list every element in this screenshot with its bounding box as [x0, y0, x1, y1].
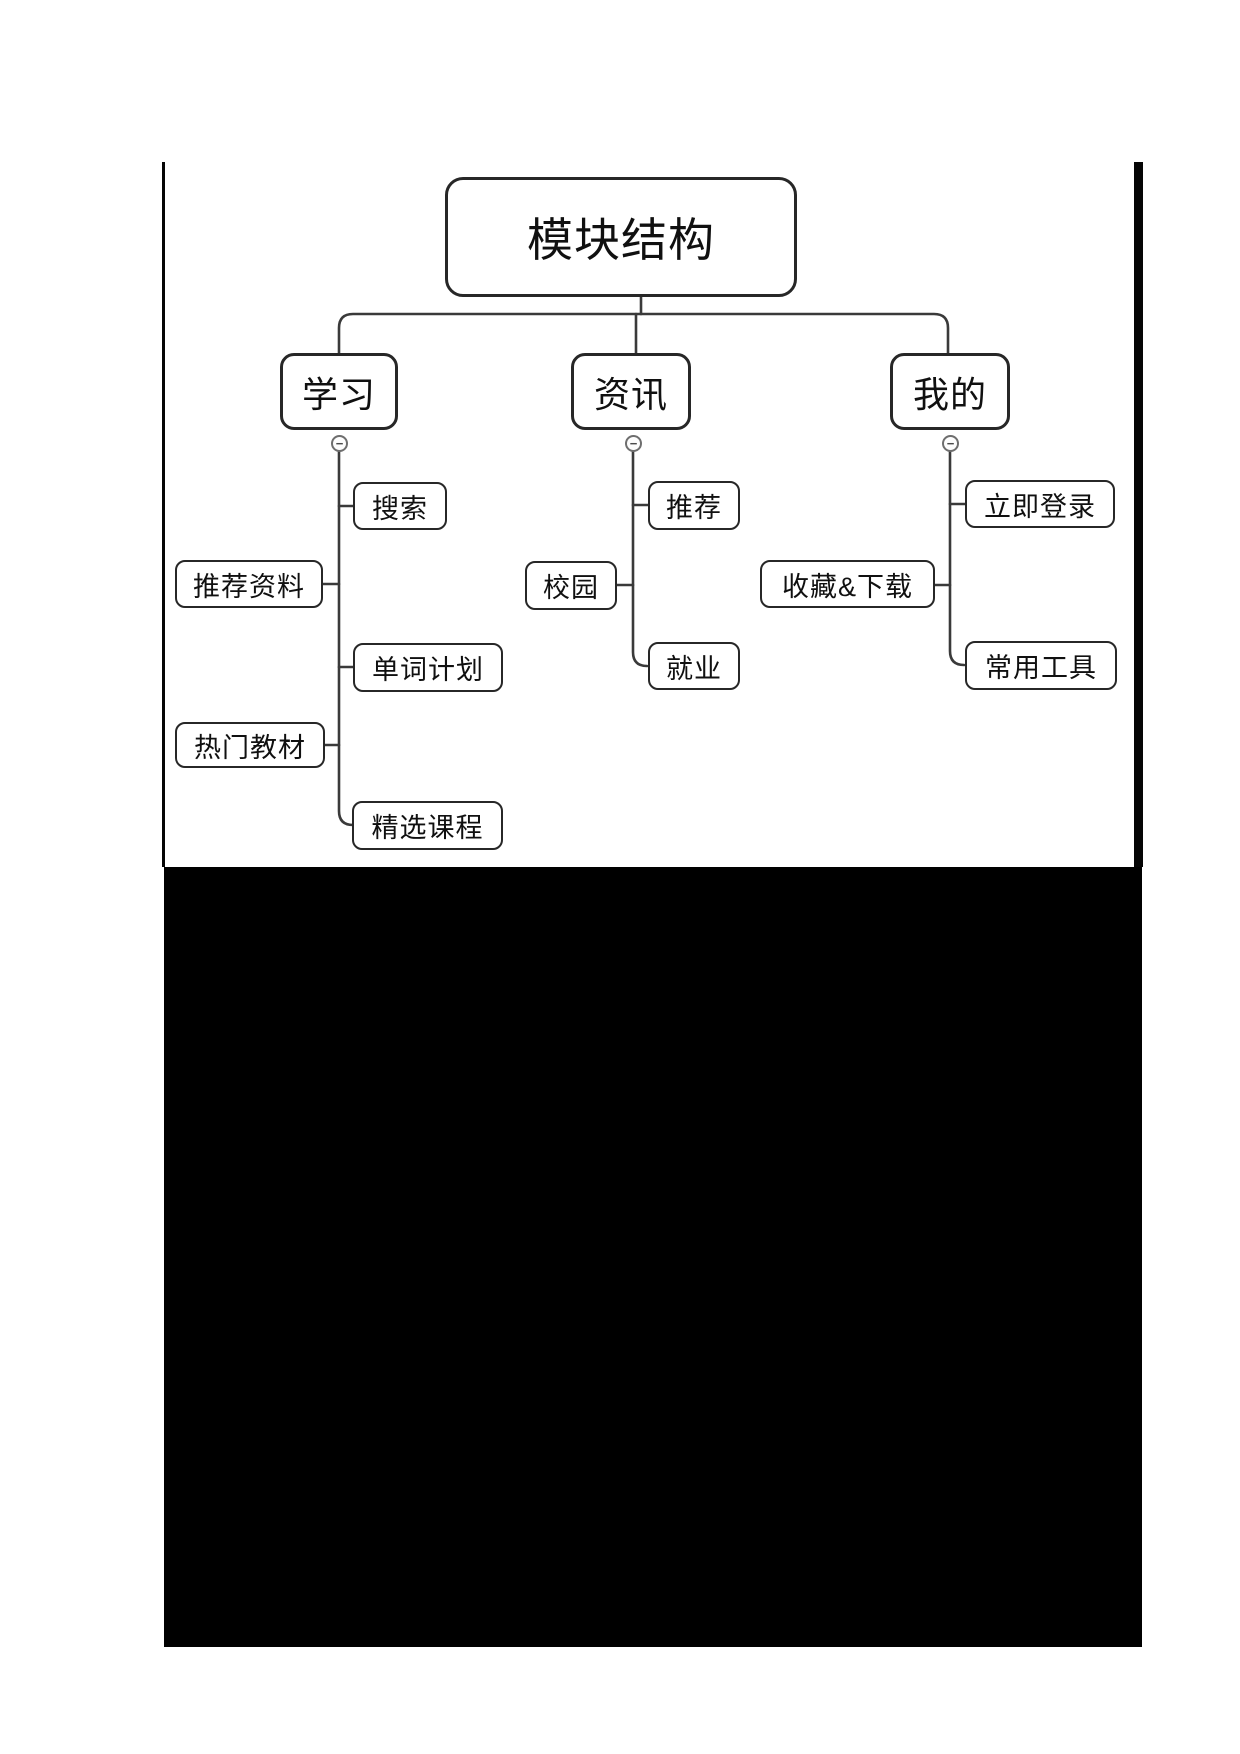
node-root[interactable]: 模块结构: [445, 177, 797, 297]
node-employment[interactable]: 就业: [648, 642, 740, 690]
node-featured-courses[interactable]: 精选课程: [352, 801, 503, 850]
node-login-now[interactable]: 立即登录: [965, 480, 1115, 528]
node-news-label: 资讯: [593, 373, 668, 415]
node-campus-label: 校园: [543, 573, 599, 603]
node-word-plan-label: 单词计划: [372, 655, 484, 685]
node-favorites-downloads-label: 收藏&下载: [781, 571, 913, 602]
minus-icon: −: [335, 436, 344, 451]
scan-border-left: [162, 162, 165, 867]
collapse-toggle-study[interactable]: −: [331, 435, 348, 452]
node-news[interactable]: 资讯: [571, 353, 691, 430]
node-featured-courses-label: 精选课程: [371, 813, 484, 843]
connector-spine-study: [337, 448, 355, 827]
node-recommend[interactable]: 推荐: [648, 481, 740, 530]
node-employment-label: 就业: [666, 653, 722, 684]
node-mine-label: 我的: [912, 373, 987, 415]
node-study[interactable]: 学习: [280, 353, 398, 430]
node-recommend-label: 推荐: [666, 493, 722, 523]
node-word-plan[interactable]: 单词计划: [353, 643, 503, 692]
scan-border-right: [1134, 162, 1143, 867]
node-favorites-downloads[interactable]: 收藏&下载: [760, 560, 935, 608]
node-search-label: 搜索: [372, 493, 428, 524]
node-common-tools[interactable]: 常用工具: [965, 641, 1117, 690]
minus-icon: −: [946, 436, 955, 451]
collapse-toggle-mine[interactable]: −: [942, 435, 959, 452]
black-region: [164, 867, 1142, 1647]
node-recommended-materials-label: 推荐资料: [193, 571, 305, 602]
node-recommended-materials[interactable]: 推荐资料: [175, 560, 323, 608]
node-campus[interactable]: 校园: [525, 561, 617, 610]
minus-icon: −: [629, 436, 638, 451]
node-login-now-label: 立即登录: [984, 491, 1096, 522]
node-popular-textbooks[interactable]: 热门教材: [175, 722, 325, 768]
connector-spine-news: [631, 448, 649, 668]
node-mine[interactable]: 我的: [890, 353, 1010, 430]
connector-spine-mine: [948, 448, 966, 667]
connector-rail: [337, 312, 950, 357]
node-search[interactable]: 搜索: [353, 482, 447, 530]
node-popular-textbooks-label: 热门教材: [194, 732, 306, 763]
node-study-label: 学习: [301, 373, 376, 415]
node-common-tools-label: 常用工具: [985, 653, 1097, 683]
collapse-toggle-news[interactable]: −: [625, 435, 642, 452]
node-root-label: 模块结构: [527, 214, 715, 266]
